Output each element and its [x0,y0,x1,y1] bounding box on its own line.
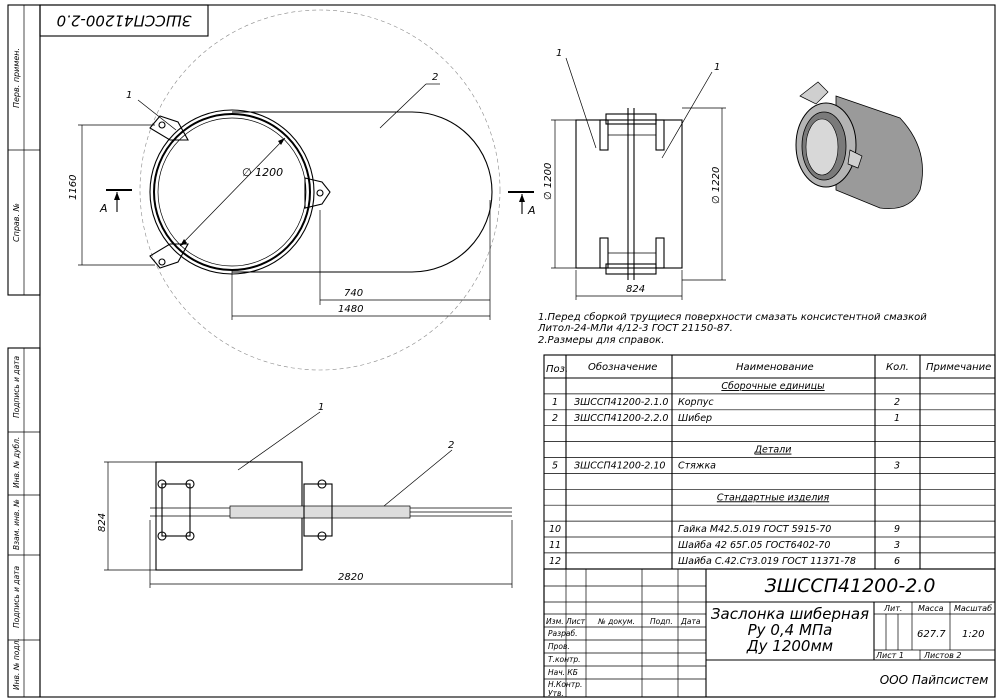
spec-cell-designation: ЗШССП41200-2.2.0 [574,413,668,424]
side-view: ∅ 1200 ∅ 1220 824 A 1 1 [508,48,726,300]
side-dim-1200: ∅ 1200 [543,163,554,200]
tb-role-label: Т.контр. [548,655,581,664]
spec-cell-pos: 12 [549,556,561,567]
spec-cell-name: Шайба 42 65Г.05 ГОСТ6402-70 [678,540,830,551]
spec-cell-designation: ЗШССП41200-2.10 [574,461,665,472]
side-label-1a: 1 [556,48,562,59]
spec-cell-pos: 10 [549,524,561,535]
side-label-1b: 1 [714,62,720,73]
front-dim-height: 1160 [68,175,79,200]
spec-cell-qty: 2 [894,397,900,408]
front-label-2: 2 [432,72,438,83]
label-perv-primen: Перв. примен. [12,48,21,108]
spec-h-pos: Поз. [546,364,568,375]
spec-cell-qty: 3 [894,540,900,551]
lug-bottom [149,243,189,269]
spec-cell-qty: 3 [894,461,900,472]
front-section-a: A [99,202,108,215]
tb-mass-value: 627.7 [917,629,946,640]
spec-h-name: Наименование [736,362,814,373]
spec-cell-pos: 2 [552,413,558,424]
spec-section-title: Детали [754,445,792,456]
label-podp-data-1: Подпись и дата [12,355,21,418]
spec-cell-pos: 5 [552,461,558,472]
lug-top [149,115,189,141]
front-dim-1480: 1480 [338,304,363,315]
side-body [575,119,683,269]
tb-scale-value: 1:20 [962,629,984,640]
tb-role-label: Н.Контр. [548,680,582,689]
front-dim-740: 740 [344,288,363,299]
front-label-1: 1 [126,90,132,101]
top-label-2: 2 [448,440,454,451]
note-line-2: Литол-24-МЛи 4/12-3 ГОСТ 21150-87. [537,323,733,334]
top-dim-824: 824 [97,513,108,532]
spec-h-qty: Кол. [886,362,909,373]
gate-blade [232,111,493,273]
label-vzam-inv: Взам. инв. № [12,499,21,550]
tb-col-izm: Изм. [546,617,564,626]
tb-sheets: Листов 2 [923,651,962,660]
note-line-1: 1.Перед сборкой трущиеся поверхности сма… [538,311,927,323]
label-sprav-no: Справ. № [12,203,21,242]
tb-code: ЗШССП41200-2.0 [765,575,936,597]
top-blade [229,505,411,519]
front-dim-diam: ∅ 1200 [242,166,283,179]
label-inv-podl: Инв. № подл. [12,638,21,690]
spec-table: Поз. Обозначение Наименование Кол. Приме… [543,354,996,570]
tb-company: ООО Пайпсистем [880,673,989,687]
front-view: ∅ 1200 1160 A 740 1480 1 2 [68,9,501,371]
tb-title-3: Ду 1200мм [746,637,833,655]
spec-h-designation: Обозначение [588,361,657,373]
spec-cell-name: Стяжка [678,461,716,472]
rotated-code: ЗШССП41200-2.0 [57,12,192,30]
spec-cell-designation: ЗШССП41200-2.1.0 [574,397,668,408]
spec-h-note: Примечание [926,362,991,373]
tb-col-podp: Подп. [650,617,673,626]
side-dim-824: 824 [626,284,645,295]
spec-cell-pos: 1 [552,397,558,408]
spec-cell-name: Шайба С.42.Ст3.019 ГОСТ 11371-78 [678,556,856,567]
tb-title-1: Заслонка шиберная [711,605,869,623]
tb-role-label: Пров. [548,642,570,651]
spec-cell-name: Корпус [678,397,714,408]
flange-inner [153,113,311,271]
tb-role-label: Утв. [548,689,564,698]
side-section-a: A [527,204,536,217]
spec-cell-name: Гайка М42.5.019 ГОСТ 5915-70 [678,524,831,535]
top-label-1: 1 [318,402,324,413]
spec-cell-qty: 6 [894,556,900,567]
flange-outer [149,109,315,275]
title-block: Изм. Лист № докум. Подп. Дата Разраб. Про… [543,568,996,698]
label-podp-data-2: Подпись и дата [12,565,21,628]
tb-sheet: Лист 1 [875,651,904,660]
tb-col-data: Дата [680,617,701,626]
note-line-3: 2.Размеры для справок. [538,335,664,346]
side-dim-1220: ∅ 1220 [711,167,722,204]
tb-col-list: Лист [565,617,586,626]
tb-lit: Лит. [883,604,902,613]
iso-view [795,81,923,209]
rotated-code-box [39,4,209,37]
tb-col-doc: № докум. [597,617,635,626]
tb-scale: Масштаб [954,604,992,613]
tb-role-label: Нач. КБ [548,668,578,677]
spec-section-title: Стандартные изделия [717,492,830,503]
swing-circle [139,9,501,371]
top-view: 824 2820 1 2 [97,402,513,588]
tb-title-2: Ру 0,4 МПа [748,621,833,639]
spec-cell-qty: 9 [894,524,900,535]
spec-cell-pos: 11 [549,540,561,551]
diam-line [179,137,286,247]
spec-section-title: Сборочные единицы [721,381,825,392]
label-inv-dubl: Инв. № дубл. [12,437,21,488]
lug-right [304,177,331,209]
tb-mass: Масса [918,604,944,613]
spec-cell-qty: 1 [894,413,900,424]
tb-role-label: Разраб. [548,629,577,638]
top-dim-2820: 2820 [338,572,363,583]
spec-cell-name: Шибер [678,413,712,424]
